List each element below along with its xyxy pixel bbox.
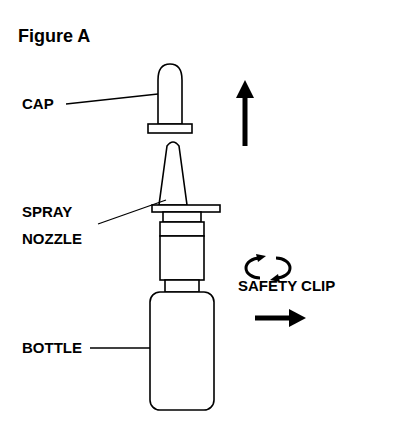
bottle-neck	[165, 280, 199, 292]
part-label: CAP	[22, 90, 54, 117]
clip-arrow-head	[256, 254, 266, 262]
safety-clip-icon	[246, 258, 290, 278]
part-label: BOTTLE	[22, 334, 82, 361]
leader-line	[66, 94, 158, 104]
right-arrow	[255, 316, 291, 321]
nozzle-flange	[152, 205, 220, 212]
bottle-shape	[150, 292, 214, 410]
cap-rim	[148, 124, 192, 133]
up-arrow	[243, 96, 248, 146]
part-label: SPRAY NOZZLE	[22, 198, 96, 252]
cap-shape	[158, 64, 182, 124]
bottle-cap-ring	[160, 222, 204, 236]
nozzle-collar	[163, 212, 201, 222]
right-arrow-head	[289, 309, 306, 327]
spray-nozzle-shape	[159, 142, 187, 205]
leader-line	[90, 347, 150, 348]
up-arrow-head	[236, 80, 254, 98]
leader-line	[98, 200, 166, 224]
figure-title: Figure A	[18, 26, 90, 47]
bottle-cap	[160, 236, 204, 280]
part-label: SAFETY CLIP	[238, 272, 335, 299]
